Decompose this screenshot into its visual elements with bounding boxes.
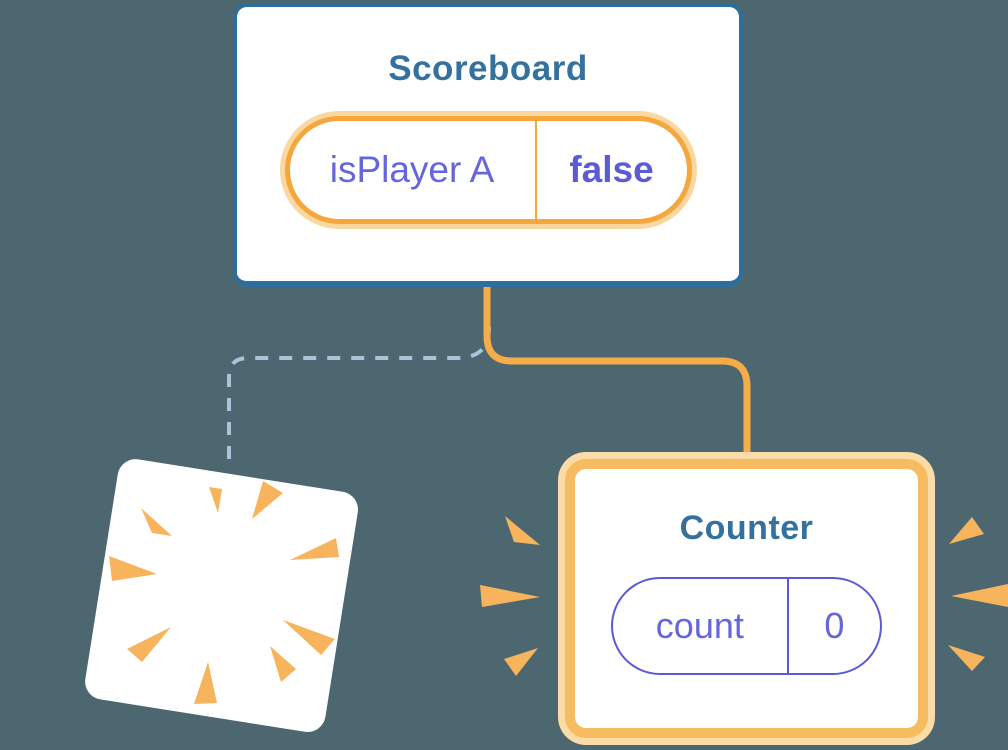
state-name: isPlayer A [329,149,495,191]
counter-card: Counter count 0 [558,452,935,745]
explosion-rays-icon [109,481,339,704]
count-name: count [655,605,744,647]
count-pill-divider [786,579,789,674]
orange-connector-line [483,285,751,458]
state-value: false [569,149,654,191]
dashed-connector-line [227,326,491,463]
state-pill-divider [534,121,537,220]
count-value: 0 [824,605,845,647]
scoreboard-state-pill: isPlayer A false [279,111,697,230]
destroyed-card-body [85,459,358,733]
destroyed-component-card [85,459,358,733]
counter-state-pill: count 0 [611,577,882,676]
scoreboard-card: Scoreboard isPlayer A false [233,3,743,287]
scoreboard-title: Scoreboard [388,49,588,88]
emphasis-rays-left-icon [480,516,540,676]
counter-title: Counter [679,509,814,547]
emphasis-rays-right-icon [948,517,1008,671]
